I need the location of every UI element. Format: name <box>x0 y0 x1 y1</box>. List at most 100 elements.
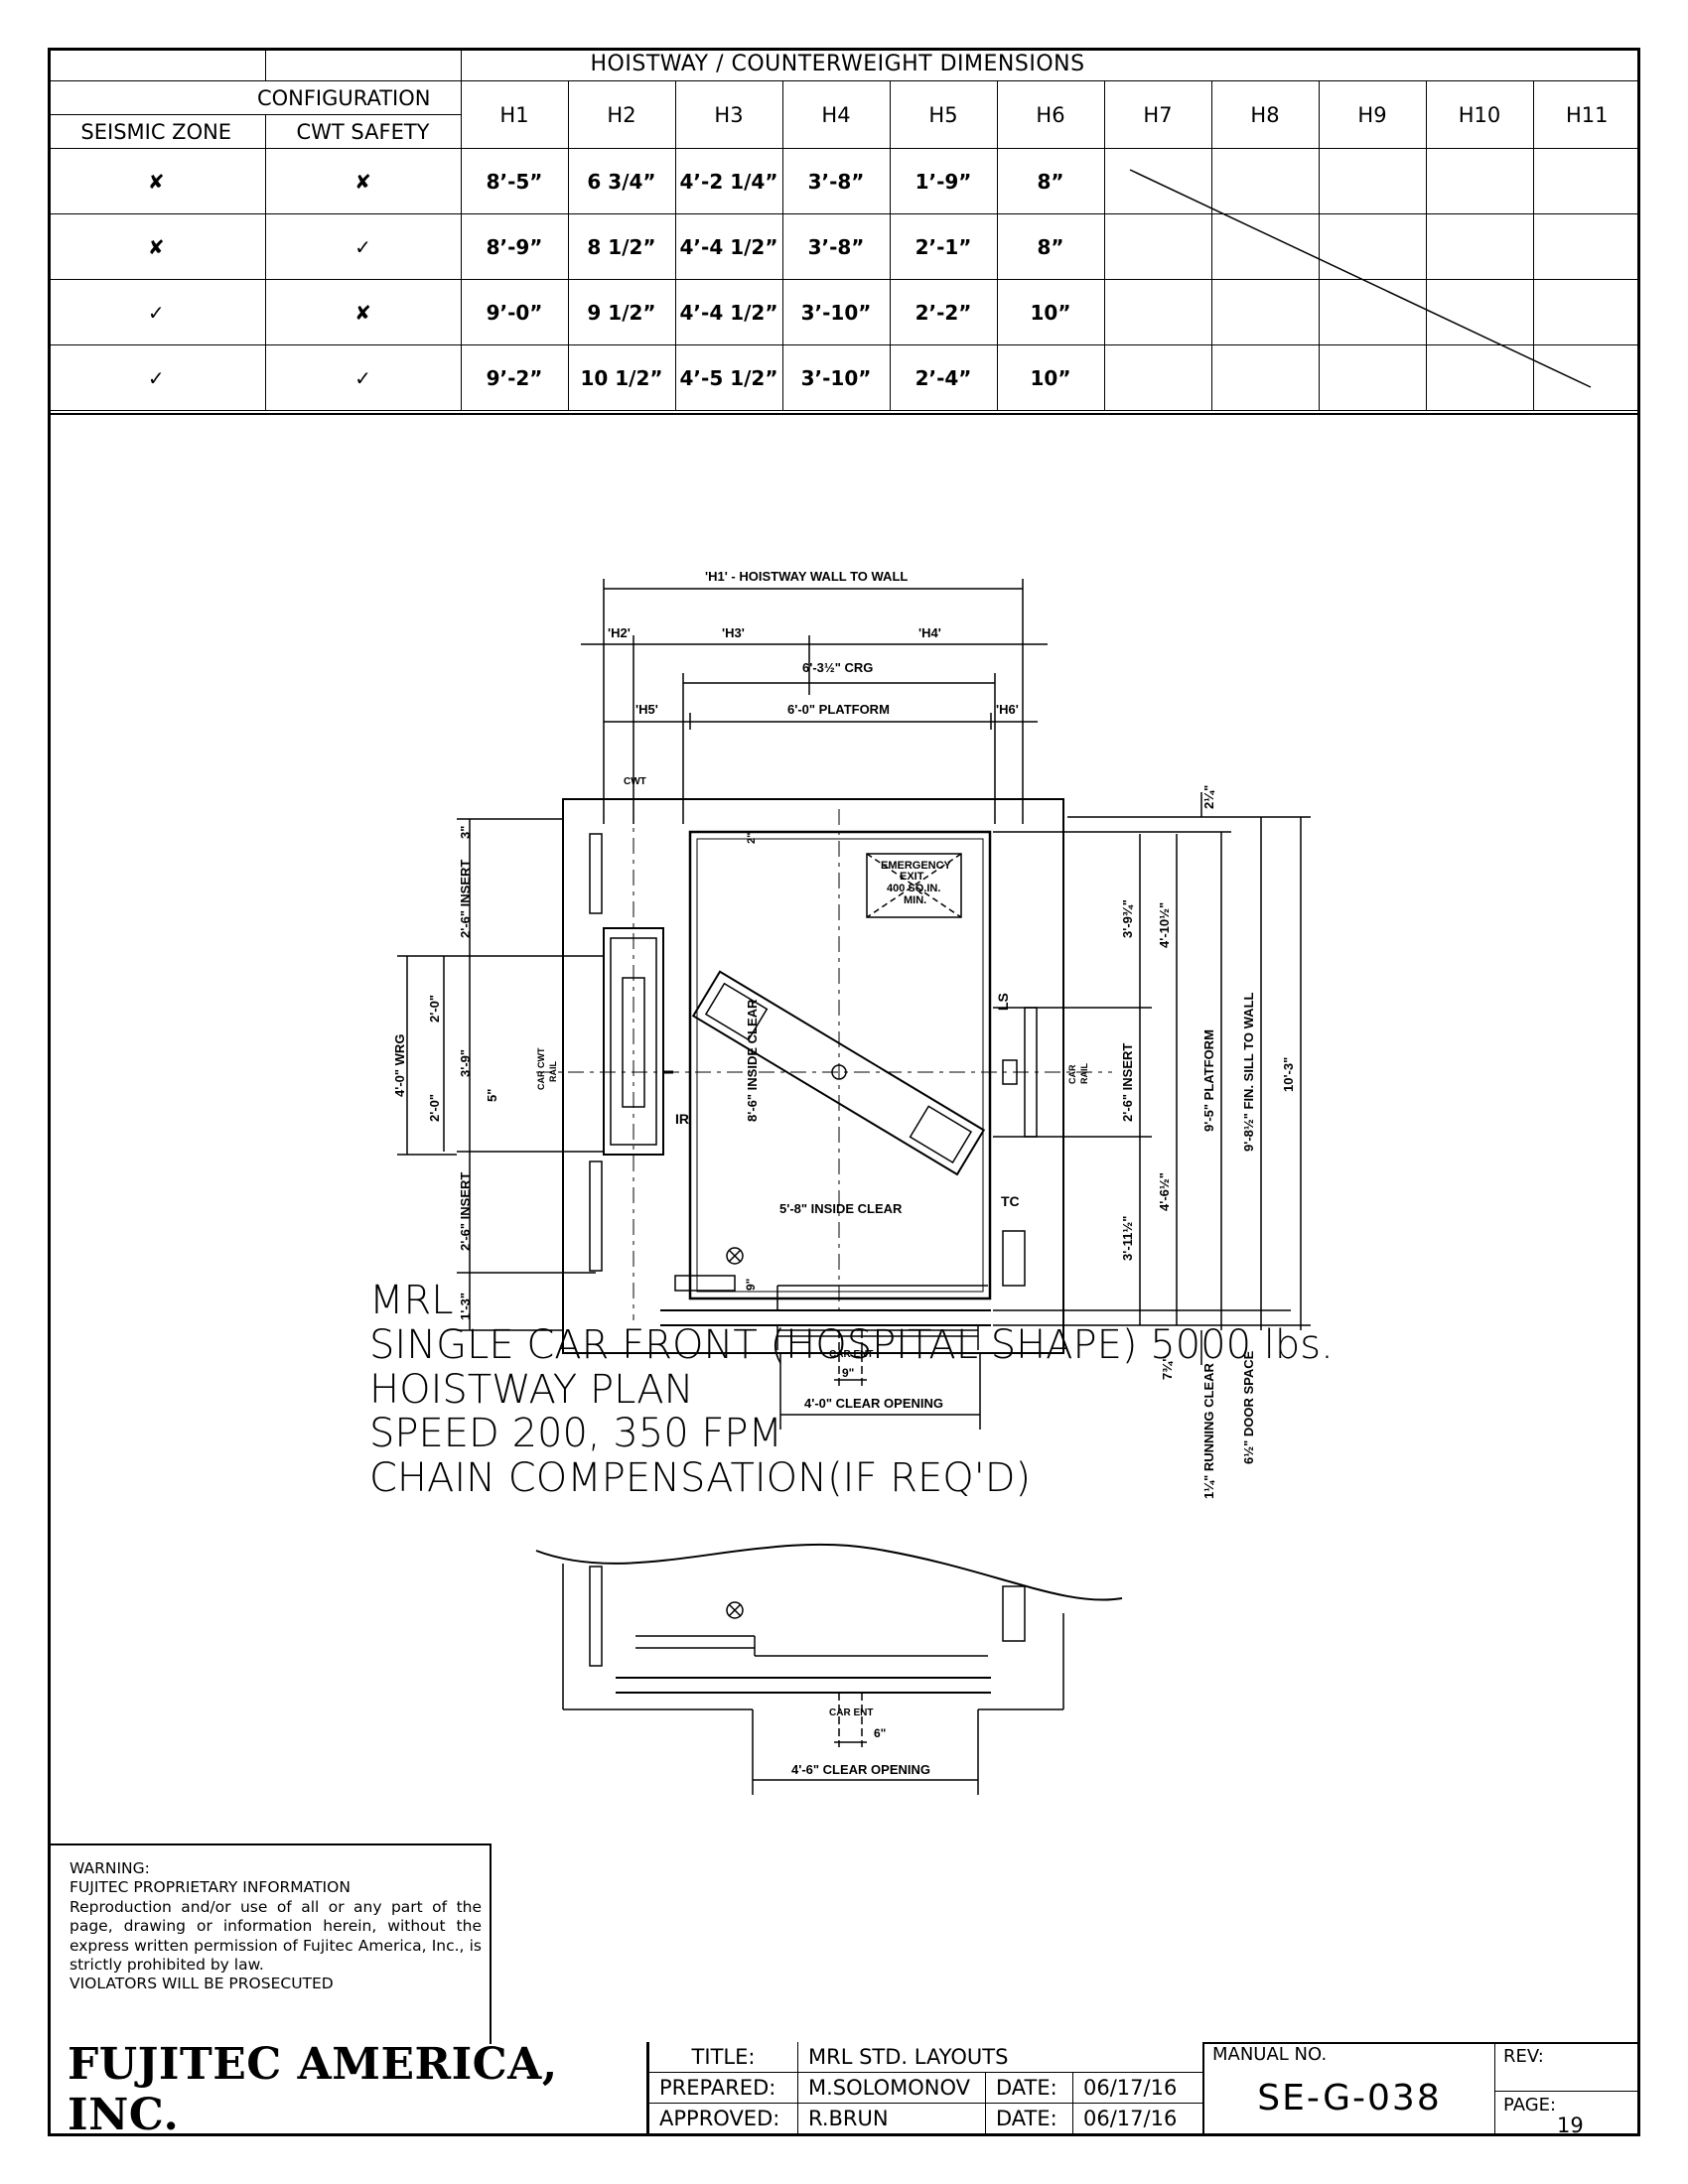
dim-2-0b: 2'-0" <box>427 1094 442 1122</box>
company-logo: FUJITEC AMERICA, INC. <box>48 2039 648 2140</box>
x-symbol <box>726 1247 744 1265</box>
dim-insert-right: 2'-6" INSERT <box>1120 1043 1135 1122</box>
car-center <box>831 1064 847 1080</box>
table-cell: 2’-4” <box>889 344 998 411</box>
h5-label: 'H5' <box>635 702 658 717</box>
table-cell: 10” <box>996 344 1105 411</box>
warning-block: WARNING: FUJITEC PROPRIETARY INFORMATION… <box>48 1843 492 2044</box>
inside-clear-v: 8'-6" INSIDE CLEAR <box>745 999 760 1122</box>
h3-label: 'H3' <box>722 625 745 640</box>
header-h9: H9 <box>1318 80 1427 149</box>
dim-3in: 3" <box>458 826 473 839</box>
h4-label: 'H4' <box>918 625 941 640</box>
tc-label: TC <box>1001 1193 1020 1209</box>
clear-opening-label: 4'-0" CLEAR OPENING <box>804 1396 943 1411</box>
car-rail-label: CAR <box>1067 1064 1077 1084</box>
header-h3: H3 <box>674 80 783 149</box>
note-line: CHAIN COMPENSATION(IF REQ'D) <box>369 1455 1032 1502</box>
left-insert-top <box>589 833 603 914</box>
hoistway-outline <box>562 798 1064 1354</box>
header-h7: H7 <box>1103 80 1212 149</box>
emergency-label: EXIT <box>900 871 924 883</box>
page-label: PAGE: <box>1503 2095 1557 2116</box>
table-cell: 2’-1” <box>889 213 998 280</box>
car-rail-block <box>1002 1059 1018 1085</box>
drawing-notes: MRL SINGLE CAR FRONT (HOSPITAL SHAPE) 50… <box>369 1278 1334 1502</box>
car-cwt-rail-label: RAIL <box>548 1061 558 1082</box>
table-cell: 9’-0” <box>460 279 569 345</box>
dim-1-3: 1'-3" <box>458 1293 473 1320</box>
note-line: MRL <box>369 1278 454 1323</box>
detail-car-ent: CAR ENT <box>829 1707 873 1718</box>
cwt-mark: ✓ <box>264 344 462 411</box>
prepared-value: M.SOLOMONOV <box>797 2072 986 2104</box>
stretcher <box>691 970 986 1176</box>
detail-six-inch: 6" <box>874 1726 886 1740</box>
dim-4-10: 4'-10½" <box>1157 902 1172 948</box>
cwt-label: CWT <box>624 776 646 787</box>
cwt-mark: ✘ <box>264 279 462 345</box>
nine-inch-label-2: 9" <box>744 1279 758 1291</box>
warning-subtitle: FUJITEC PROPRIETARY INFORMATION <box>70 1878 351 1897</box>
seismic-mark: ✓ <box>48 279 266 345</box>
dim-insert-bottom: 2'-6" INSERT <box>458 1172 473 1251</box>
rev-label: REV: <box>1503 2046 1544 2067</box>
detail-clear-opening: 4'-6" CLEAR OPENING <box>791 1762 930 1777</box>
title-block: TITLE: MRL STD. LAYOUTS PREPARED: M.SOLO… <box>648 2042 1203 2133</box>
date-approved: 06/17/16 <box>1072 2103 1203 2133</box>
dim-4-6: 4'-6½" <box>1157 1172 1172 1211</box>
inside-clear-h: 5'-8" INSIDE CLEAR <box>779 1201 903 1216</box>
nine-inch-label: 9" <box>842 1366 854 1380</box>
seismic-mark: ✓ <box>48 344 266 411</box>
dim-3-11: 3'-11½" <box>1120 1216 1135 1261</box>
header-h10: H10 <box>1425 80 1534 149</box>
car-cwt-rail-label: CAR CWT <box>536 1047 546 1090</box>
prepared-label: PREPARED: <box>648 2072 798 2104</box>
table-row: ✘ ✓ 8’-9” 8 1/2” 4’-4 1/2” 3’-8” 2’-1” 8… <box>48 213 1641 280</box>
table-cell: 9’-2” <box>460 344 569 411</box>
approved-label: APPROVED: <box>648 2103 798 2133</box>
emergency-label: MIN. <box>904 894 926 906</box>
cwt-safety-header: CWT SAFETY <box>264 114 462 149</box>
table-cell: 8” <box>996 148 1105 214</box>
entrance-detail <box>535 1543 1123 1795</box>
page-number: 19 <box>1557 2114 1584 2137</box>
manual-number: SE-G-038 <box>1257 2078 1442 2118</box>
warning-title: WARNING: <box>70 1859 150 1877</box>
two-inch-label: 2" <box>746 833 758 844</box>
table-cell: 4’-5 1/2” <box>674 344 783 411</box>
warning-footer: VIOLATORS WILL BE PROSECUTED <box>70 1975 334 1993</box>
emergency-label: 400 SQ.IN. <box>887 883 940 894</box>
date-prepared: 06/17/16 <box>1072 2072 1203 2104</box>
ls-label: LS <box>995 993 1011 1011</box>
seismic-mark: ✘ <box>48 148 266 214</box>
dim-door-space: 6½" DOOR SPACE <box>1241 1350 1256 1464</box>
table-row: ✓ ✘ 9’-0” 9 1/2” 4’-4 1/2” 3’-10” 2’-2” … <box>48 279 1641 345</box>
emergency-exit <box>866 853 962 918</box>
approved-value: R.BRUN <box>797 2103 986 2133</box>
car-sill <box>674 1275 736 1292</box>
car-ent-label: CAR ENT <box>829 1349 873 1360</box>
dim-2q: 2¼" <box>1201 785 1216 809</box>
tc-box <box>1002 1230 1026 1287</box>
emergency-label: EMERGENCY <box>881 860 952 872</box>
dim-platform: 9'-5" PLATFORM <box>1201 1029 1216 1132</box>
rev-box: REV: PAGE: 19 <box>1495 2042 1640 2137</box>
table-cell: 3’-8” <box>781 213 891 280</box>
dim-fin-sill: 9'-8½" FIN. SILL TO WALL <box>1241 992 1256 1152</box>
car-rail-label: RAIL <box>1079 1063 1089 1084</box>
crg-label: 6'-3½" CRG <box>802 660 873 675</box>
ir-label: IR <box>675 1111 689 1127</box>
table-cell: 3’-8” <box>781 148 891 214</box>
h2-label: 'H2' <box>608 625 631 640</box>
table-cell: 6 3/4” <box>567 148 676 214</box>
dimension-table: HOISTWAY / COUNTERWEIGHT DIMENSIONS CONF… <box>48 48 1641 411</box>
car-outline <box>688 830 992 1300</box>
table-row: ✓ ✓ 9’-2” 10 1/2” 4’-5 1/2” 3’-10” 2’-4”… <box>48 344 1641 411</box>
dim-insert-top: 2'-6" INSERT <box>458 860 473 938</box>
dim-7-3: 7¾" <box>1160 1356 1175 1380</box>
header-h8: H8 <box>1210 80 1320 149</box>
dim-wrg: 4'-0" WRG <box>392 1034 407 1097</box>
table-cell: 4’-4 1/2” <box>674 279 783 345</box>
